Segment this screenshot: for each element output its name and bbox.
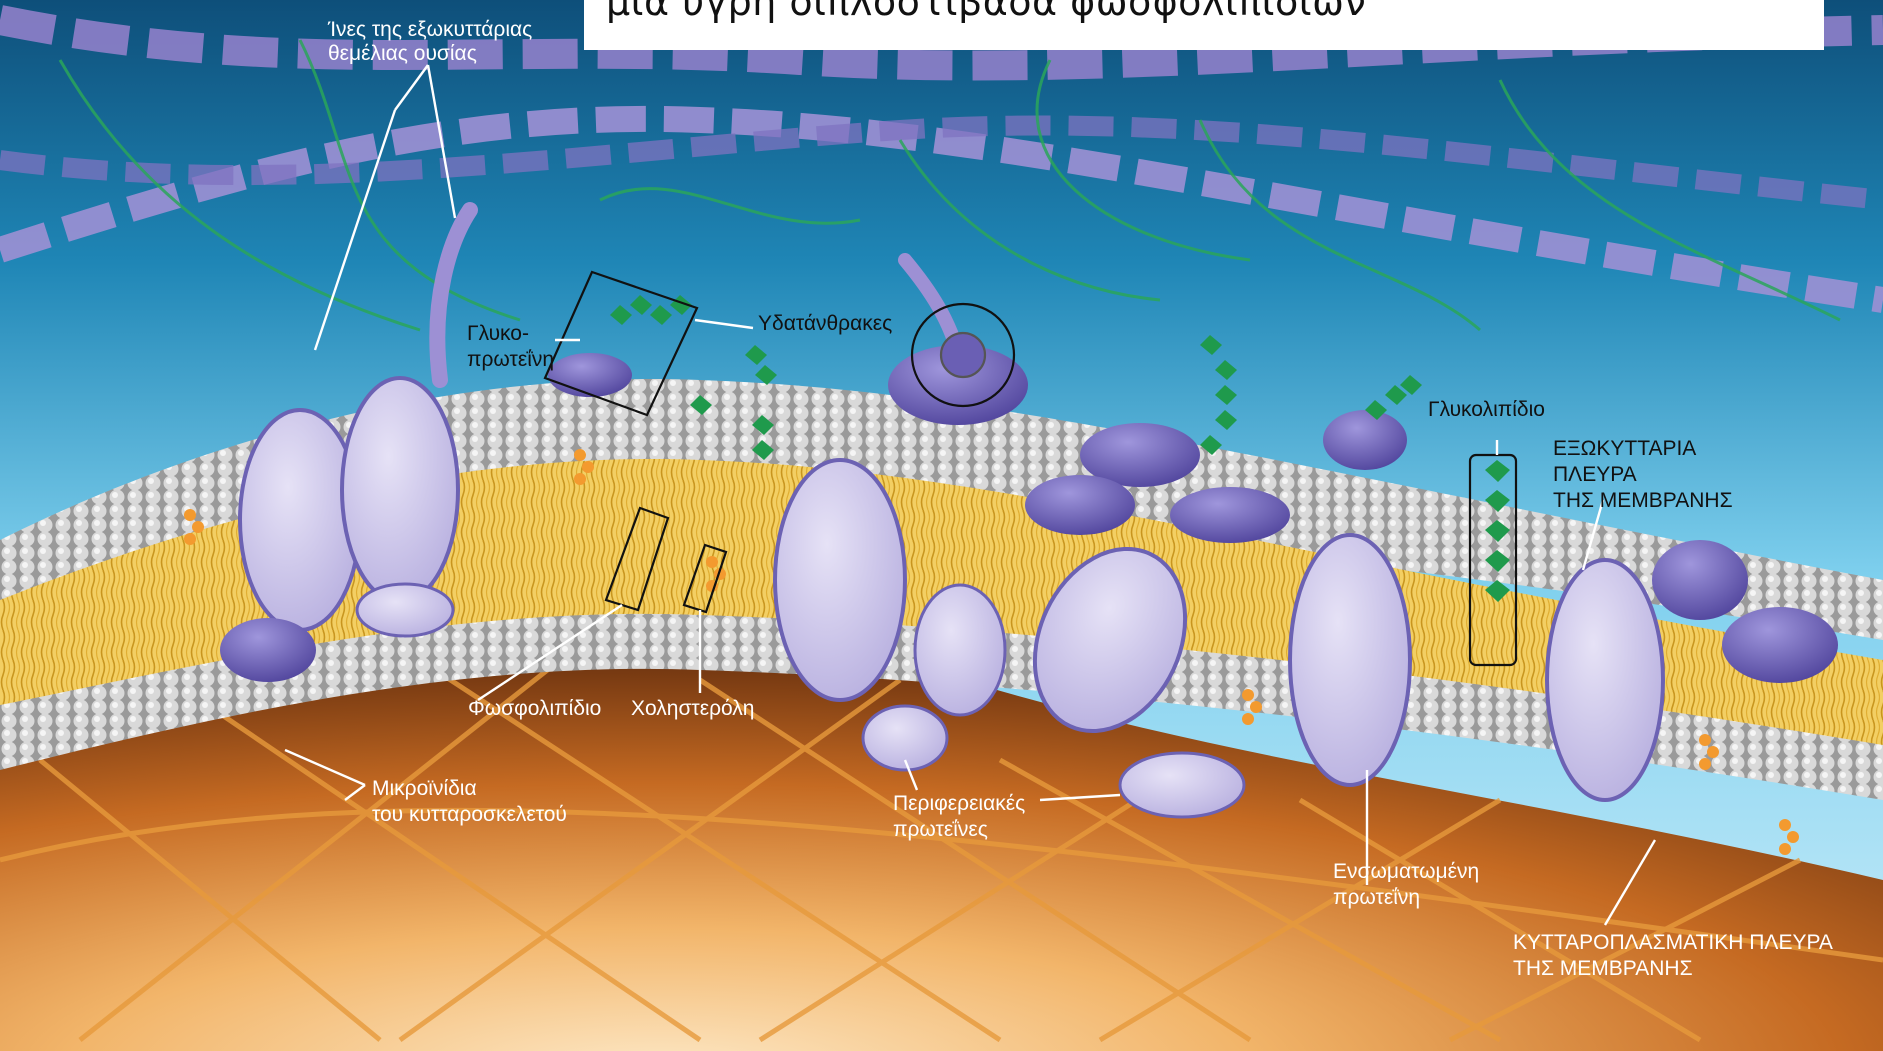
label-extracellular-side-1: ΕΞΩΚΥΤΤΑΡΙΑ <box>1553 437 1696 460</box>
title-box: μια υγρή διπλοστιβάδα φωσφολιπιδίων <box>584 0 1824 50</box>
label-extracellular-side-2: ΠΛΕΥΡΑ <box>1553 463 1637 486</box>
label-ecm-fibers-1: Ίνες της εξωκυττάριας <box>327 18 532 41</box>
label-carbohydrates: Υδατάνθρακες <box>758 312 892 335</box>
slide-title: μια υγρή διπλοστιβάδα φωσφολιπιδίων <box>606 0 1366 24</box>
label-peripheral-proteins-1: Περιφερειακές <box>893 792 1025 815</box>
label-phospholipid: Φωσφολιπίδιο <box>468 697 601 720</box>
label-cytoplasmic-side-2: ΤΗΣ ΜΕΜΒΡΑΝΗΣ <box>1513 957 1693 980</box>
label-ecm-fibers-2: θεμέλιας ουσίας <box>328 42 477 65</box>
label-integral-protein-1: Ενσωματωμένη <box>1333 860 1479 883</box>
label-cholesterol: Χοληστερόλη <box>631 697 755 720</box>
label-glycoprotein-2: πρωτεΐνη <box>467 348 554 371</box>
label-integral-protein-2: πρωτεΐνη <box>1333 886 1420 909</box>
label-glycoprotein-1: Γλυκο- <box>467 322 529 345</box>
label-glycolipid: Γλυκολιπίδιο <box>1428 398 1545 421</box>
label-microfilaments-2: του κυτταροσκελετού <box>372 803 567 826</box>
label-cytoplasmic-side-1: ΚΥΤΤΑΡΟΠΛΑΣΜΑΤΙΚΗ ΠΛΕΥΡΑ <box>1513 931 1833 954</box>
label-extracellular-side-3: ΤΗΣ ΜΕΜΒΡΑΝΗΣ <box>1553 489 1733 512</box>
label-peripheral-proteins-2: πρωτεΐνες <box>893 818 988 841</box>
label-microfilaments-1: Μικροϊνίδια <box>372 777 477 800</box>
